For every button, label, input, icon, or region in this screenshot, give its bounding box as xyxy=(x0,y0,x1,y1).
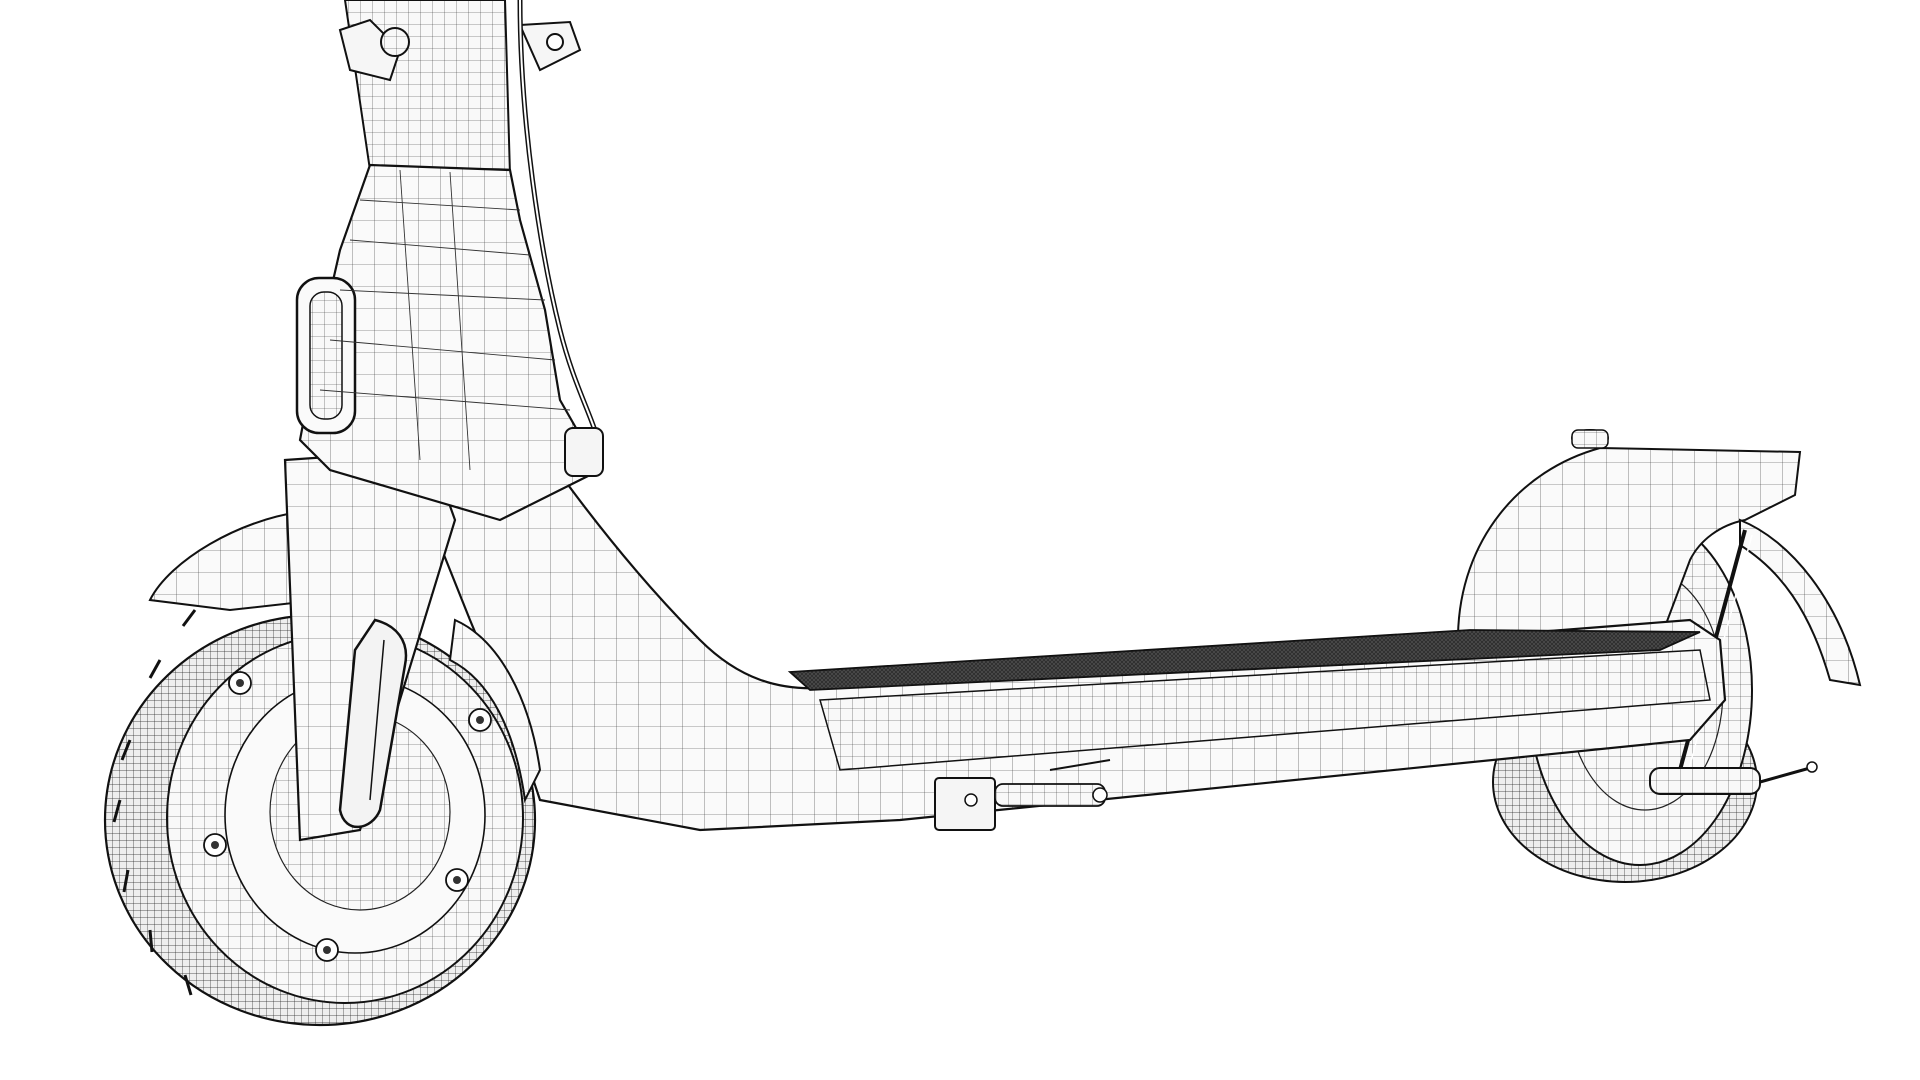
fork-slot xyxy=(338,618,408,829)
rear-fender-tail xyxy=(1739,518,1862,687)
kickstand xyxy=(934,759,1111,831)
deck-grip-tape xyxy=(787,629,1701,691)
deck xyxy=(328,328,1727,832)
tire-tread xyxy=(112,609,197,996)
cable-grommet xyxy=(564,427,604,477)
front-fork xyxy=(283,448,457,842)
steering-stem xyxy=(295,0,604,522)
hub-bolts xyxy=(203,671,492,962)
rear-fender xyxy=(1456,429,1862,773)
rear-suspension-spring xyxy=(1649,761,1818,795)
